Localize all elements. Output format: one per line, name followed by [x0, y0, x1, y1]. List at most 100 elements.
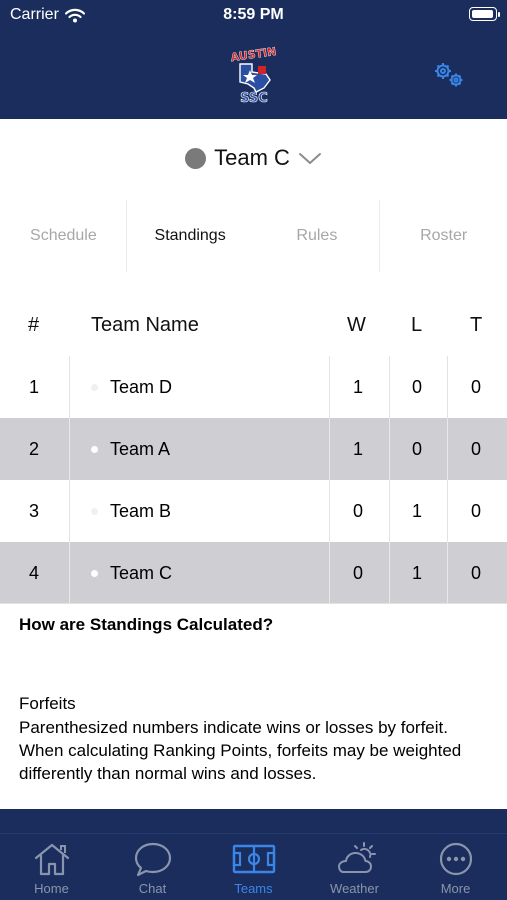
- row-wins: 1: [353, 376, 364, 397]
- row-team: Team A: [91, 418, 170, 480]
- row-losses: 0: [412, 376, 423, 397]
- column-divider: [69, 542, 70, 604]
- tabbar-chat-label: Chat: [138, 881, 167, 896]
- standings-row[interactable]: 2 Team A 1 0 0: [0, 418, 507, 480]
- tab-bar-divider: [0, 833, 507, 834]
- tab-schedule-label: Schedule: [30, 227, 97, 244]
- header-ties: T: [470, 314, 483, 336]
- row-wins: 0: [353, 500, 364, 521]
- chevron-down-icon: [298, 153, 321, 164]
- column-divider: [389, 542, 390, 604]
- standings-header-row: # Team Name W L T: [0, 300, 507, 352]
- clock: 8:59 PM: [223, 6, 284, 23]
- row-rank: 4: [29, 562, 40, 583]
- standings-info-title: How are Standings Calculated?: [19, 615, 274, 634]
- tab-rules[interactable]: Rules: [254, 200, 381, 272]
- section-tabs: Schedule Standings Rules Roster: [0, 200, 507, 272]
- row-team: Team C: [91, 542, 172, 604]
- column-divider: [389, 356, 390, 418]
- standings-row[interactable]: 1 Team D 1 0 0: [0, 356, 507, 418]
- row-ties: 0: [471, 438, 482, 459]
- row-wins: 1: [353, 438, 364, 459]
- column-divider: [69, 418, 70, 480]
- header-rank: #: [28, 314, 40, 336]
- row-team-name: Team C: [110, 562, 173, 583]
- column-divider: [329, 418, 330, 480]
- row-rank: 2: [29, 438, 40, 459]
- row-team: Team D: [91, 356, 172, 418]
- header-losses: L: [411, 314, 423, 336]
- team-bullet: [91, 569, 98, 577]
- team-color-dot: [185, 147, 207, 169]
- tabbar-home[interactable]: Home: [1, 841, 102, 900]
- row-team-name: Team B: [110, 500, 172, 521]
- standings-row[interactable]: 3 Team B 0 1 0: [0, 480, 507, 542]
- column-divider: [447, 480, 448, 542]
- standings-row[interactable]: 4 Team C 0 1 0: [0, 542, 507, 604]
- chat-bubble-icon: [134, 842, 171, 877]
- tabbar-chat[interactable]: Chat: [102, 841, 203, 900]
- tabbar-weather[interactable]: Weather: [304, 841, 405, 900]
- app-logo: AUSTIN SSC: [230, 45, 278, 104]
- row-team-name: Team D: [110, 376, 173, 397]
- tab-divider: [379, 200, 381, 272]
- column-divider: [389, 418, 390, 480]
- carrier-indicator: Carrier: [10, 6, 85, 24]
- battery-icon: [469, 7, 500, 21]
- carrier-label: Carrier: [10, 6, 59, 23]
- battery-fill: [472, 10, 493, 18]
- row-ties: 0: [471, 562, 482, 583]
- team-selector[interactable]: Team C: [0, 140, 507, 176]
- row-rank: 1: [29, 376, 40, 397]
- tabbar-more-label: More: [440, 881, 471, 896]
- tabbar-weather-label: Weather: [330, 881, 379, 896]
- table-bottom-divider: [0, 603, 507, 604]
- row-ties: 0: [471, 376, 482, 397]
- column-divider: [447, 356, 448, 418]
- row-wins: 0: [353, 562, 364, 583]
- header-team-name: Team Name: [91, 314, 199, 336]
- row-team-name: Team A: [110, 438, 171, 459]
- logo-top-text: AUSTIN: [230, 45, 277, 64]
- tab-roster[interactable]: Roster: [380, 200, 507, 272]
- tab-roster-label: Roster: [420, 227, 468, 244]
- row-losses: 0: [412, 438, 423, 459]
- team-bullet: [91, 383, 98, 391]
- forfeits-description: Parenthesized numbers indicate wins or l…: [19, 718, 462, 783]
- forfeits-heading: Forfeits: [19, 694, 76, 713]
- tabbar-more[interactable]: More: [405, 841, 506, 900]
- team-bullet: [91, 445, 98, 453]
- tab-standings[interactable]: Standings: [127, 200, 254, 272]
- column-divider: [447, 418, 448, 480]
- tab-rules-label: Rules: [296, 227, 338, 244]
- column-divider: [69, 356, 70, 418]
- bottom-tab-bar: Home Chat Teams Weather: [0, 809, 507, 900]
- header-wins: W: [347, 314, 366, 336]
- tab-standings-label: Standings: [154, 227, 226, 244]
- partly-cloudy-icon: [337, 842, 376, 873]
- row-losses: 1: [412, 500, 423, 521]
- wifi-icon: [64, 8, 85, 22]
- logo-bottom-text: SSC: [240, 91, 268, 104]
- home-icon: [34, 843, 69, 876]
- tabbar-home-label: Home: [34, 881, 69, 896]
- team-selector-label: Team C: [214, 145, 290, 170]
- tab-divider: [125, 200, 127, 272]
- tabbar-teams[interactable]: Teams: [203, 841, 304, 900]
- team-bullet: [91, 507, 98, 515]
- row-ties: 0: [471, 500, 482, 521]
- row-team: Team B: [91, 480, 171, 542]
- settings-gears-icon[interactable]: [430, 60, 470, 90]
- status-bar: Carrier 8:59 PM: [0, 0, 507, 32]
- soccer-field-icon: [232, 844, 275, 874]
- column-divider: [329, 356, 330, 418]
- tabbar-teams-label: Teams: [234, 881, 273, 896]
- tab-schedule[interactable]: Schedule: [0, 200, 127, 272]
- column-divider: [329, 480, 330, 542]
- column-divider: [329, 542, 330, 604]
- row-losses: 1: [412, 562, 423, 583]
- more-dots-icon: [439, 842, 472, 876]
- column-divider: [69, 480, 70, 542]
- column-divider: [447, 542, 448, 604]
- row-rank: 3: [29, 500, 40, 521]
